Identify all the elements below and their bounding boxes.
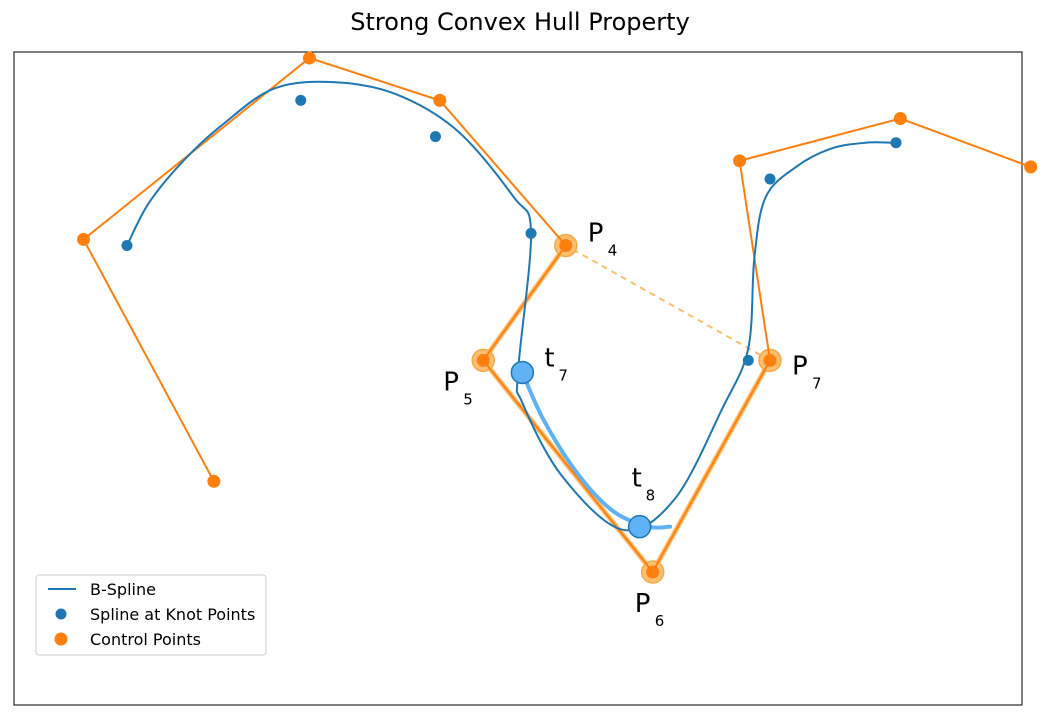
highlighted-segment bbox=[510, 360, 673, 539]
control-point bbox=[207, 474, 221, 488]
hull-vertex-label: P bbox=[792, 351, 808, 381]
legend-frame bbox=[35, 574, 267, 656]
knot-point bbox=[295, 94, 307, 106]
legend-label-knots: Spline at Knot Points bbox=[90, 605, 255, 624]
hull-vertex-subscript: 6 bbox=[655, 612, 665, 630]
segment-knot bbox=[510, 360, 535, 385]
control-polygon bbox=[77, 51, 1038, 579]
knot-point bbox=[121, 239, 133, 251]
hull-vertex-subscript: 4 bbox=[608, 241, 618, 259]
hull-vertex-label: P bbox=[443, 367, 459, 397]
knot-point bbox=[890, 137, 902, 149]
control-point bbox=[893, 112, 907, 126]
control-point bbox=[763, 353, 777, 367]
hull-vertex-label: P bbox=[635, 589, 651, 619]
control-point bbox=[646, 565, 660, 579]
hull-vertex-label: P bbox=[588, 218, 604, 248]
hull-vertex-subscript: 7 bbox=[812, 374, 822, 392]
legend-marker-knots bbox=[55, 608, 67, 620]
knot-label: t bbox=[544, 343, 554, 373]
knot-label: t bbox=[632, 464, 642, 494]
knot-subscript: 7 bbox=[558, 366, 568, 384]
knot-point bbox=[429, 131, 441, 143]
spline-line bbox=[126, 80, 892, 532]
knot-point bbox=[525, 227, 537, 239]
axes-frame bbox=[13, 51, 1023, 706]
control-point bbox=[733, 154, 747, 168]
control-point bbox=[1024, 160, 1038, 174]
control-point bbox=[559, 238, 573, 252]
knot-subscript: 8 bbox=[646, 487, 656, 505]
spline-curve bbox=[121, 80, 902, 532]
knot-point bbox=[742, 354, 754, 366]
legend: B-Spline Spline at Knot Points Control P… bbox=[35, 574, 267, 656]
segment-knot bbox=[627, 514, 652, 539]
hull-vertex-subscript: 5 bbox=[463, 390, 473, 408]
control-polygon-line bbox=[82, 56, 1032, 574]
chart-title: Strong Convex Hull Property bbox=[350, 8, 690, 36]
control-point bbox=[77, 232, 91, 246]
legend-label-control: Control Points bbox=[90, 630, 201, 649]
legend-label-spline: B-Spline bbox=[90, 580, 156, 599]
control-point bbox=[476, 353, 490, 367]
knot-point bbox=[764, 173, 776, 185]
hull-closing-edge bbox=[565, 244, 771, 362]
legend-marker-control bbox=[54, 632, 68, 646]
control-point bbox=[433, 93, 447, 107]
control-point bbox=[302, 51, 316, 65]
